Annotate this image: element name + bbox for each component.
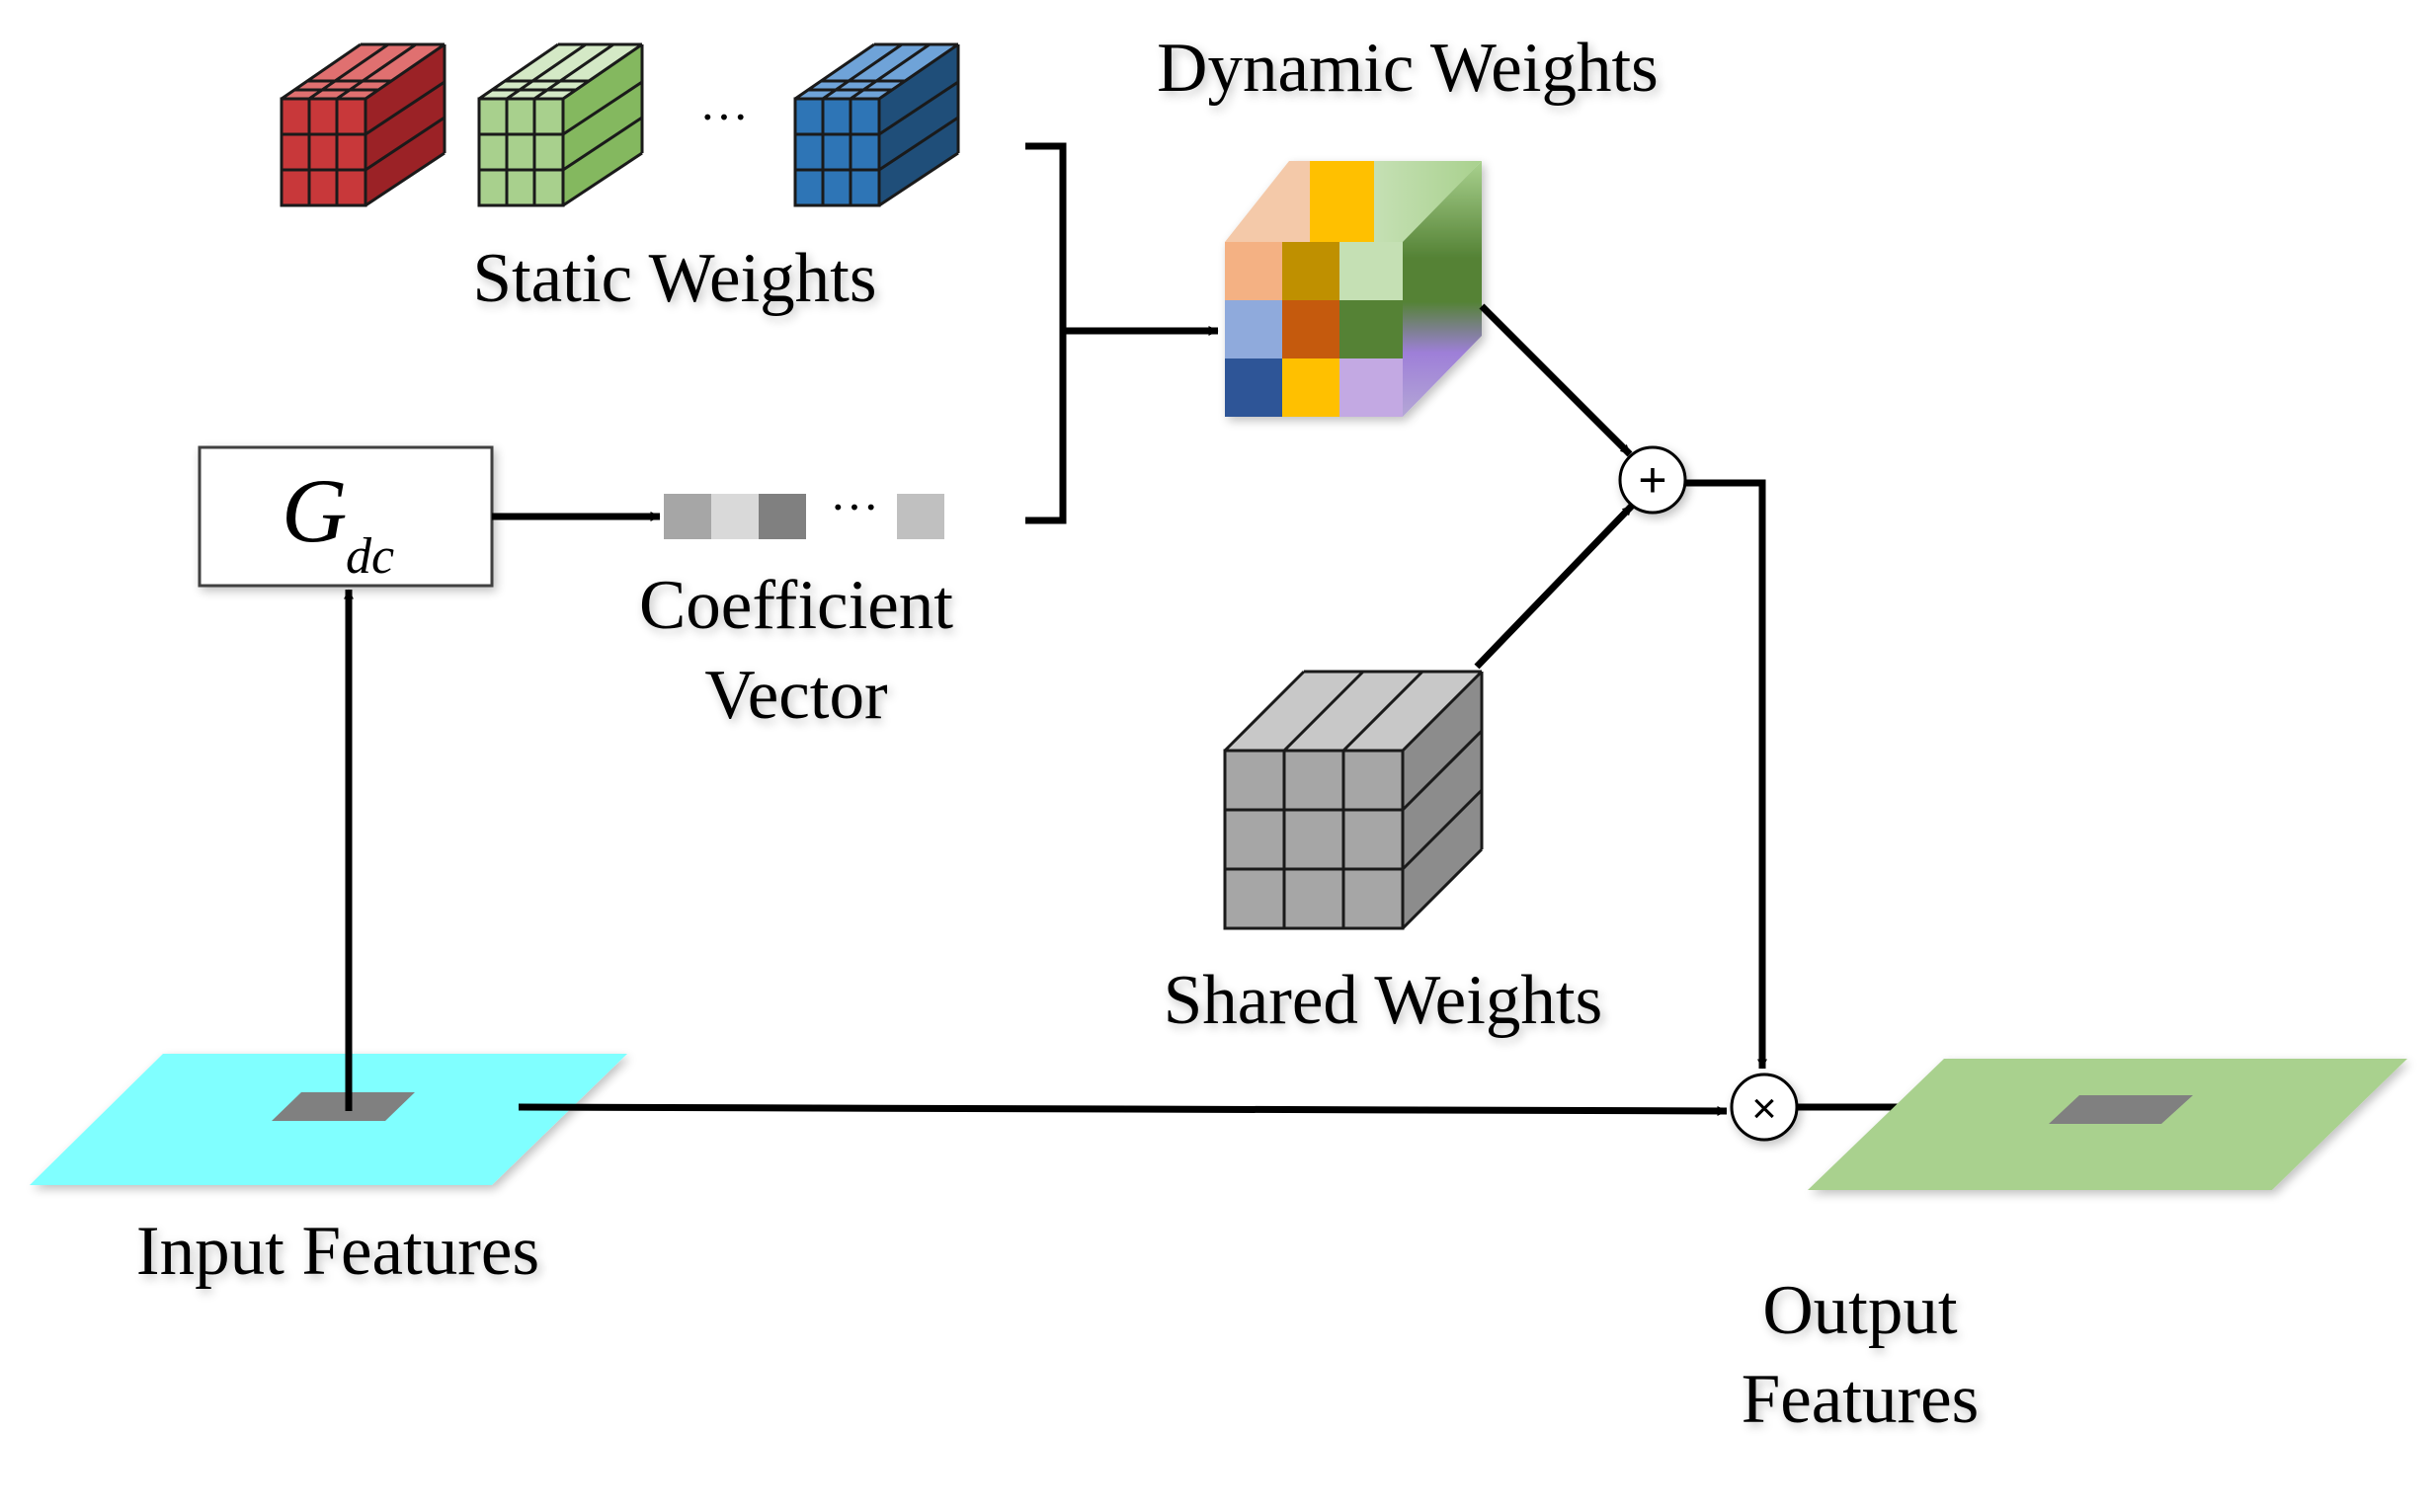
plus-symbol: +: [1638, 452, 1666, 508]
times-symbol: ×: [1751, 1084, 1777, 1133]
output-features-plane: [1808, 1059, 2407, 1190]
output-patch: [2049, 1095, 2193, 1124]
shared-weights-label: Shared Weights: [1164, 962, 1603, 1039]
combine-bracket: [1025, 142, 1067, 524]
arrow-input-to-multiply: [518, 1103, 1728, 1116]
coefficient-cell: [711, 494, 759, 539]
coefficient-vector: ···: [664, 479, 944, 539]
circle-plus-icon: +: [1618, 445, 1687, 515]
coefficient-ellipsis: ···: [830, 479, 879, 534]
coefficient-cell: [664, 494, 711, 539]
arrow-dynamic-to-add: [1479, 303, 1633, 457]
static-weight-cube-green: [477, 42, 644, 207]
coefficient-cell: [897, 494, 944, 539]
gdc-box: [198, 445, 494, 588]
input-features-plane: [30, 1054, 627, 1185]
shared-weight-cube: [1223, 670, 1484, 930]
coefficient-cell: [759, 494, 806, 539]
output-features-label-line2: Features: [1742, 1361, 1980, 1438]
static-weights-label: Static Weights: [472, 240, 876, 317]
input-patch: [272, 1092, 415, 1121]
coefficient-vector-label-line1: Coefficient: [639, 567, 953, 644]
coefficient-vector-label-line2: Vector: [704, 657, 888, 734]
dynamic-weight-cube: [1225, 161, 1482, 417]
output-features-label-line1: Output: [1762, 1272, 1958, 1349]
gdc-subscript: dc: [346, 528, 394, 585]
circle-times-icon: ×: [1730, 1073, 1799, 1142]
arrow-shared-to-add: [1474, 503, 1635, 670]
input-features-label: Input Features: [136, 1213, 539, 1290]
arrow-add-to-multiply: [1685, 479, 1767, 1070]
gdc-symbol: G: [282, 460, 347, 561]
gdc-module: G dc: [198, 445, 494, 588]
dynamic-weights-label: Dynamic Weights: [1157, 30, 1659, 107]
static-weights-ellipsis: ···: [699, 89, 749, 144]
static-weight-cube-red: [280, 42, 446, 207]
static-weight-cube-blue: [793, 42, 960, 207]
